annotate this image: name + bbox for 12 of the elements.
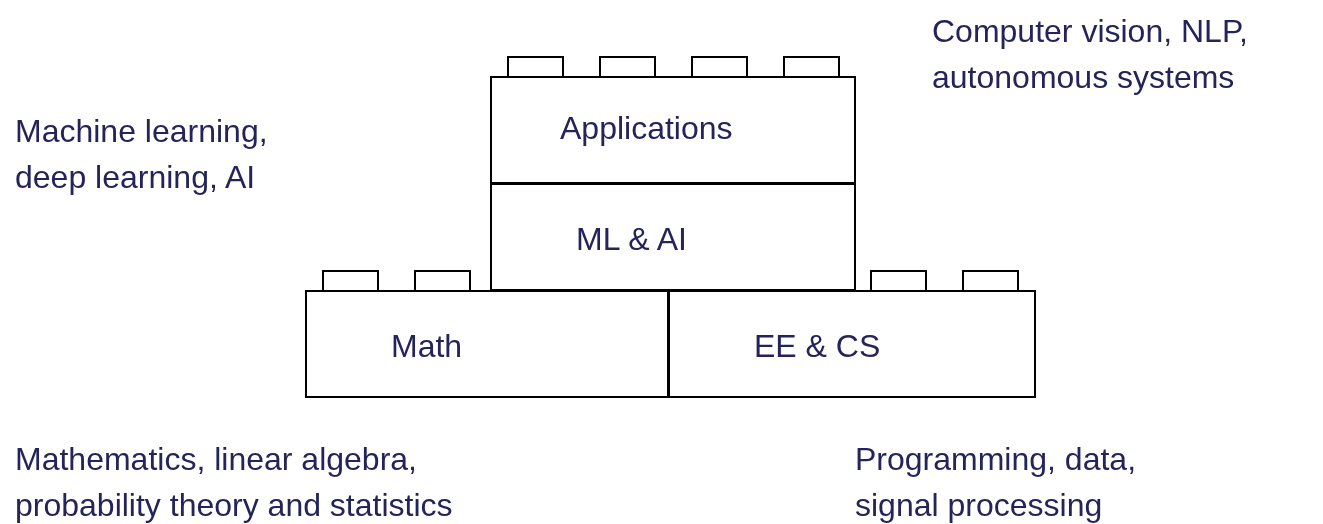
brick-block <box>668 290 1036 398</box>
brick-label: Applications <box>560 110 733 147</box>
brick-block <box>490 183 856 291</box>
brick-label: Math <box>391 328 463 365</box>
brick-label: EE & CS <box>754 328 881 365</box>
description-text: Machine learning, deep learning, AI <box>15 112 269 197</box>
brick-block <box>490 76 856 184</box>
description-text: Mathematics, linear algebra, probability theory and statistics <box>15 440 454 524</box>
description-text: Programming, data, signal processing <box>855 440 1137 524</box>
description-text: Computer vision, NLP, autonomous systems <box>932 12 1249 97</box>
brick-block <box>305 290 669 398</box>
brick-label: ML & AI <box>576 221 687 258</box>
